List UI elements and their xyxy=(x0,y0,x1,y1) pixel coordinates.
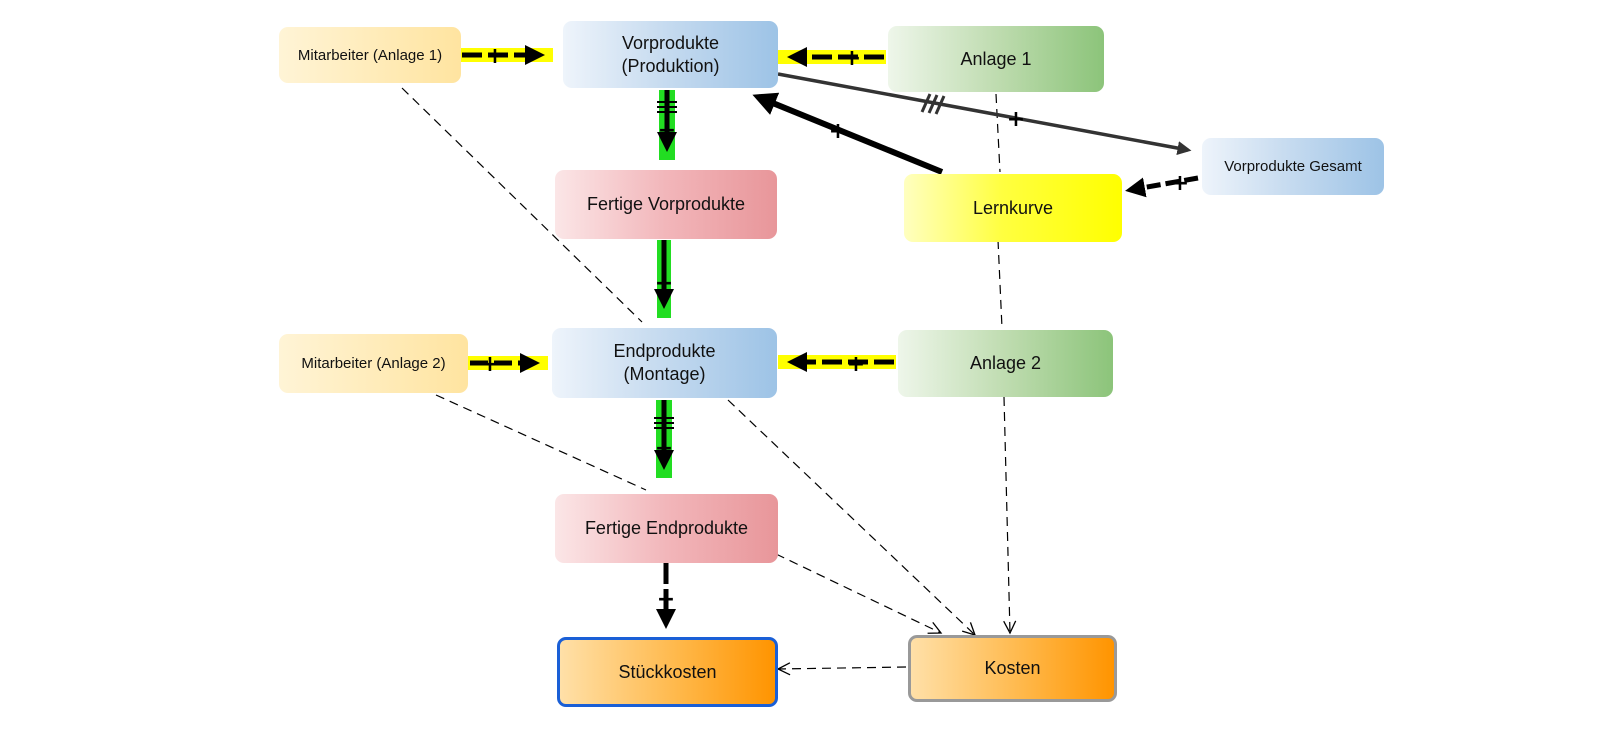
sign-vorp-gesamt: + xyxy=(1007,107,1025,132)
node-endprodukte-montage[interactable]: Endprodukte (Montage) xyxy=(552,328,777,398)
flow-vorp-fertvorp xyxy=(657,90,677,160)
node-label: Stückkosten xyxy=(618,661,717,682)
node-stueckkosten[interactable]: Stückkosten xyxy=(557,637,778,707)
sign-fertendp-stueck: + xyxy=(657,587,675,612)
node-label: Anlage 2 xyxy=(969,353,1042,373)
sign-endp-fertendp: + xyxy=(655,436,673,461)
sign-gesamt-lern: + xyxy=(1171,171,1189,196)
flow-vorp-gesamt xyxy=(777,72,1192,155)
polarity-signs: + + + + + + + + + + + xyxy=(481,44,1189,612)
node-vorprodukte-gesamt[interactable]: Vorprodukte Gesamt xyxy=(1202,138,1384,195)
node-label: Vorprodukte (Produktion) xyxy=(621,32,720,76)
link-anl2-kosten xyxy=(1003,396,1017,635)
node-fertige-endprodukte[interactable]: Fertige Endprodukte xyxy=(555,494,778,563)
sign-mit1-vorp: + xyxy=(486,44,504,69)
sign-vorp-fertvorp: + xyxy=(658,118,676,143)
node-label: Anlage 1 xyxy=(960,48,1032,69)
link-kosten-stueck xyxy=(776,662,907,676)
sign-anl2-endp: + xyxy=(847,352,865,377)
sign-fertvorp-endp: + xyxy=(655,271,673,296)
node-mitarbeiter-anlage-1[interactable]: Mitarbeiter (Anlage 1) xyxy=(279,27,461,83)
node-label: Fertige Vorprodukte xyxy=(586,194,746,214)
node-label: Vorprodukte Gesamt xyxy=(1224,158,1362,175)
node-anlage-2[interactable]: Anlage 2 xyxy=(898,330,1113,397)
sign-mit2-endp: + xyxy=(481,352,499,377)
link-mit1-endp xyxy=(401,87,643,323)
node-label: Mitarbeiter (Anlage 2) xyxy=(301,355,446,372)
link-fertend-kosten xyxy=(775,553,943,634)
node-label: Fertige Endprodukte xyxy=(584,518,749,538)
flow-endp-fertendp xyxy=(654,400,674,478)
node-fertige-vorprodukte[interactable]: Fertige Vorprodukte xyxy=(555,170,777,239)
dashed-links xyxy=(401,87,1017,676)
node-kosten[interactable]: Kosten xyxy=(908,635,1117,702)
node-label: Kosten xyxy=(984,658,1041,678)
link-anl1-lern xyxy=(995,93,1001,173)
sign-anl1-vorp: + xyxy=(843,46,861,71)
link-endp-kosten xyxy=(727,399,977,637)
node-anlage-1[interactable]: Anlage 1 xyxy=(888,26,1104,92)
node-mitarbeiter-anlage-2[interactable]: Mitarbeiter (Anlage 2) xyxy=(279,334,468,393)
flow-lern-vorp xyxy=(752,92,944,175)
link-lern-anl2 xyxy=(997,239,1003,329)
link-mit2-fertend xyxy=(435,394,647,491)
sign-lern-vorp: + xyxy=(829,119,847,144)
node-vorprodukte-produktion[interactable]: Vorprodukte (Produktion) xyxy=(563,21,778,88)
node-label: Endprodukte (Montage) xyxy=(613,341,716,384)
node-label: Mitarbeiter (Anlage 1) xyxy=(297,46,443,64)
flow-gesamt-lern xyxy=(1125,175,1199,198)
node-lernkurve[interactable]: Lernkurve xyxy=(904,174,1122,242)
node-label: Lernkurve xyxy=(972,197,1054,218)
